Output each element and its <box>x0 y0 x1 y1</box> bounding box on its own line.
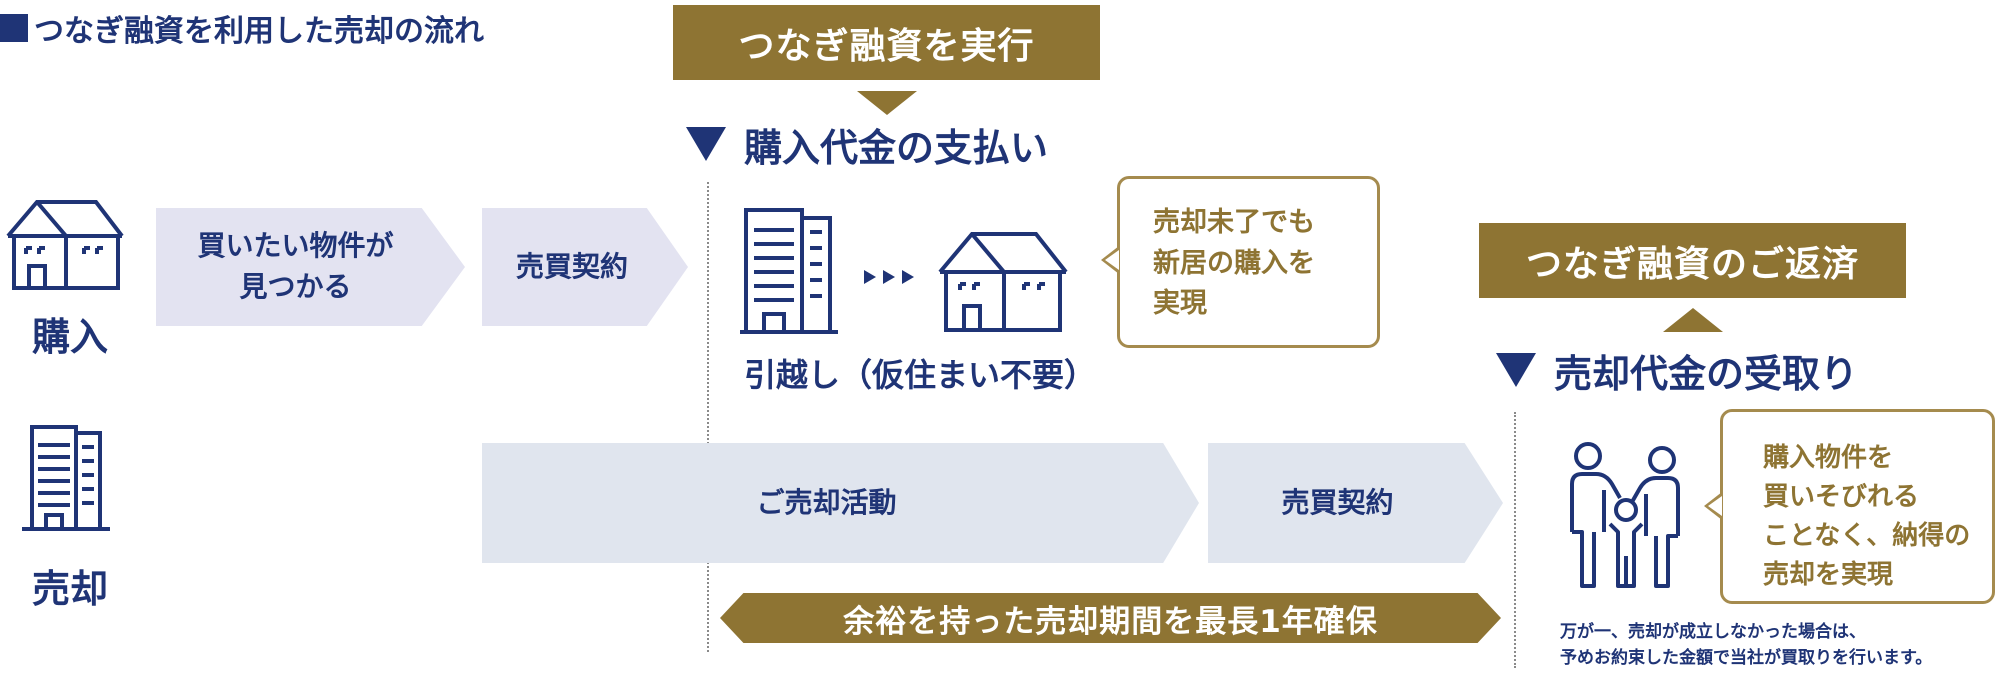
bridge-loan-box: つなぎ融資を実行 <box>673 5 1100 80</box>
new-house-icon <box>936 228 1070 334</box>
sale-callout-line1: 購入物件を <box>1763 443 1894 473</box>
arrow-dots-icon <box>864 268 916 286</box>
title-square-icon <box>0 14 28 42</box>
building-icon <box>20 423 112 535</box>
sale-step1-label: ご売却活動 <box>756 485 897 519</box>
repayment-box: つなぎ融資のご返済 <box>1479 223 1906 298</box>
sale-period-banner: 余裕を持った売却期間を最長1年確保 <box>720 593 1501 643</box>
buyback-note-line1: 万が一、売却が成立しなかった場合は、 <box>1560 622 1866 642</box>
sale-step-contract: 売買契約 <box>1208 443 1503 563</box>
purchase-payment-label: 購入代金の支払い <box>744 125 1049 170</box>
page-title: つなぎ融資を利用した売却の流れ <box>0 8 484 49</box>
new-home-building-icon <box>740 206 840 336</box>
down-triangle-icon <box>1496 353 1536 387</box>
purchase-row-label: 購入 <box>31 315 108 359</box>
purchase-callout-line1: 売却未了でも <box>1153 207 1315 238</box>
purchase-step-find-property: 買いたい物件が 見つかる <box>156 208 465 326</box>
purchase-step1-line1: 買いたい物件が <box>197 229 394 263</box>
sale-step2-label: 売買契約 <box>1281 485 1394 519</box>
sale-step-activity: ご売却活動 <box>482 443 1199 563</box>
house-icon <box>4 196 126 292</box>
page-title-text: つなぎ融資を利用した売却の流れ <box>34 14 484 49</box>
bridge-loan-label: つなぎ融資を実行 <box>738 25 1035 67</box>
family-icon <box>1560 440 1690 590</box>
purchase-callout-line3: 実現 <box>1153 288 1207 319</box>
sale-period-label: 余裕を持った売却期間を最長1年確保 <box>843 603 1378 640</box>
sale-callout-line2: 買いそびれる <box>1763 482 1920 512</box>
timeline-divider-right <box>1514 412 1516 668</box>
sale-callout-line3: ことなく、納得の <box>1763 521 1971 551</box>
purchase-payment-heading: 購入代金の支払い <box>686 118 1048 170</box>
purchase-callout: 売却未了でも 新居の購入を 実現 <box>1117 176 1380 348</box>
down-triangle-icon <box>686 127 726 161</box>
sale-callout-pointer-fill <box>1708 496 1722 516</box>
sale-callout: 購入物件を 買いそびれる ことなく、納得の 売却を実現 <box>1720 409 1995 604</box>
buyback-note: 万が一、売却が成立しなかった場合は、 予めお約束した金額で当社が買取りを行います… <box>1560 619 1932 672</box>
purchase-callout-pointer-fill <box>1105 250 1119 270</box>
sale-callout-line4: 売却を実現 <box>1763 560 1894 590</box>
purchase-callout-line2: 新居の購入を <box>1153 247 1315 279</box>
sale-row-label: 売却 <box>31 567 108 611</box>
repayment-label: つなぎ融資のご返済 <box>1525 243 1859 285</box>
sale-receipt-label: 売却代金の受取り <box>1554 351 1859 396</box>
purchase-step2-label: 売買契約 <box>515 249 628 283</box>
purchase-step-contract: 売買契約 <box>482 208 688 326</box>
buyback-note-line2: 予めお約束した金額で当社が買取りを行います。 <box>1560 648 1933 669</box>
bridge-loan-arrow-icon <box>857 91 917 115</box>
move-caption: 引越し（仮住まい不要） <box>744 356 1097 394</box>
sale-receipt-heading: 売却代金の受取り <box>1496 344 1858 396</box>
timeline-divider-left <box>707 182 709 652</box>
purchase-step1-line2: 見つかる <box>239 270 352 303</box>
repayment-arrow-icon <box>1663 308 1723 332</box>
